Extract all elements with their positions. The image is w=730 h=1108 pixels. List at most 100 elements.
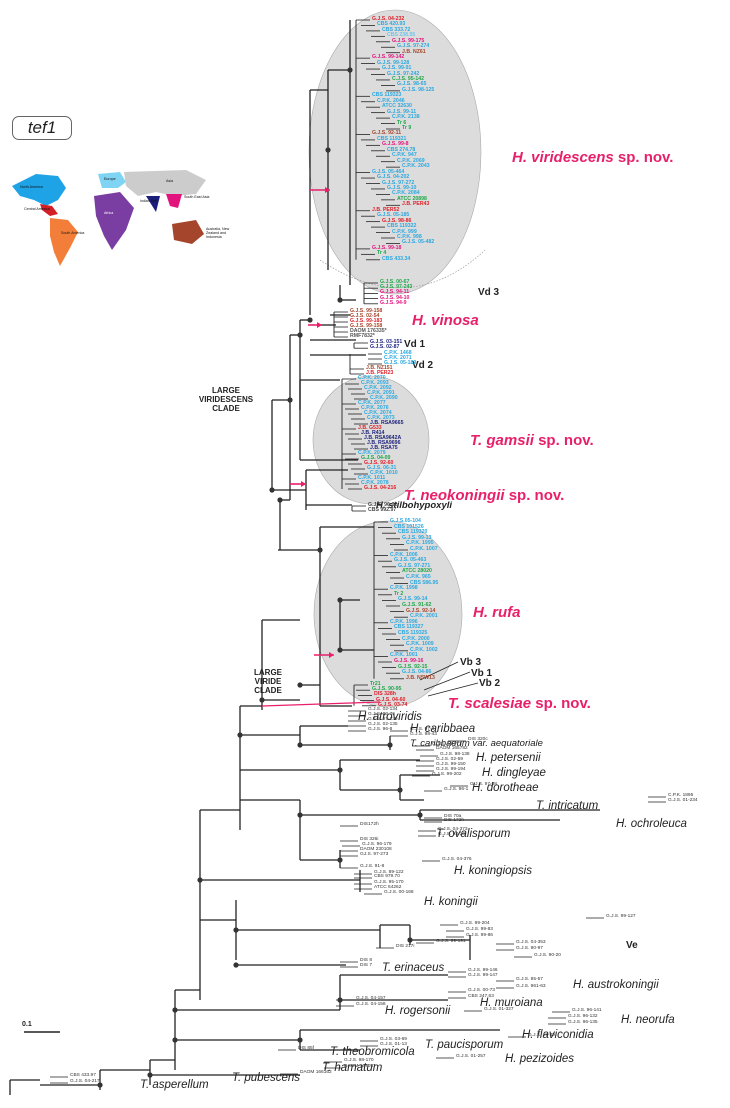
support-node <box>397 787 403 793</box>
taxon-label-lower: G.J.S. 01-257 <box>456 1054 486 1059</box>
support-node <box>172 1007 178 1013</box>
taxon-label-viridescens: G.J.S. 05-185 <box>377 212 410 219</box>
taxon-label-gamsii: J.B. G533 <box>358 425 382 431</box>
variant-vb2: Vb 2 <box>479 678 501 689</box>
support-node <box>337 647 343 653</box>
taxon-label-lower: G.J.S. 96-135 <box>568 1020 598 1025</box>
taxon-label-gamsii: G.J.S. 06-31 <box>367 465 397 471</box>
taxon-label-viridescens: G.J.S. 97-274 <box>397 43 430 50</box>
support-node <box>407 937 413 943</box>
taxon-label-viridescens: C.P.K. 2069 <box>397 157 425 164</box>
taxon-label-lower: G.J.S. 97-239 <box>368 717 398 722</box>
taxon-label-lower: G.J.S. 91-8 <box>360 864 385 869</box>
taxon-label-lower: G.J.S. 99-83 <box>466 927 493 932</box>
taxon-label-rufa: J.B. NSW13 <box>406 674 435 681</box>
taxon-label-lower: G.J.S. 98-138 <box>440 752 470 757</box>
clade-label-scalesiae: T. scalesiae sp. nov. <box>448 695 591 712</box>
taxon-label-viridescens: G.J.S. 97-242 <box>387 70 420 77</box>
scale-bar-label: 0.1 <box>22 1021 32 1028</box>
taxon-label-vd3: G.J.S. 94-10 <box>380 294 410 301</box>
taxon-label-rufa: C.P.K. 2001 <box>410 613 438 620</box>
species-stilbohypoxyli: H. stilbohypoxyli <box>376 500 453 511</box>
taxon-label-rufa: CBS 586.95 <box>410 579 439 586</box>
taxon-label-lower: G.J.S. 89-122 <box>374 870 404 875</box>
species-neorufa: H. neorufa <box>621 1014 675 1026</box>
species-austrokoningii: H. austrokoningii <box>573 979 659 991</box>
taxon-label-viridescens: J.B. PER43 <box>402 201 430 208</box>
variant-vd3: Vd 3 <box>478 287 500 298</box>
taxon-label-viridescens: G.J.S. 98-125 <box>402 86 435 93</box>
vb-pointer-line <box>423 671 471 691</box>
taxon-label-lower: CBS 979.70 <box>374 874 400 879</box>
taxon-label-viridescens: J.B. PER52 <box>372 206 400 213</box>
taxon-label-viridescens: ATCC 20898 <box>397 195 427 202</box>
support-node <box>297 332 303 338</box>
south-east-asia-region <box>166 194 182 208</box>
taxon-label-lower: DAOM 167057 <box>344 1064 376 1069</box>
taxon-label-viridescens: G.J.S. 05-482 <box>402 239 435 246</box>
taxon-label-rufa: C.P.K. 2000 <box>402 635 430 642</box>
taxon-label-viridescens: C.P.K. 998 <box>397 234 422 240</box>
map-label-south-east-asia: South East Asia <box>184 195 210 199</box>
taxon-label-rufa: C.P.K. 1998 <box>390 585 418 592</box>
europe-region <box>98 172 126 188</box>
taxon-label-viridescens: G.J.S. 99-8 <box>382 141 409 148</box>
taxon-label-lower: G.J.S. 99-49 <box>528 1033 555 1038</box>
taxon-label-rufa: CBS 119327 <box>394 624 424 631</box>
taxon-label-lower: G.J.S. 98-170 <box>344 1058 374 1063</box>
species-pubescens: T. pubescens <box>232 1072 300 1084</box>
taxon-label-lower: DAOM 230108 <box>360 847 392 852</box>
support-node <box>237 732 243 738</box>
species-theobromicola: T. theobromicola <box>330 1046 415 1058</box>
taxon-label-scalesiae: G.J.S. 04-60 <box>376 696 406 703</box>
species-paucisporum: T. paucisporum <box>425 1039 504 1051</box>
taxon-label-gamsii: C.P.K. 2090 <box>370 395 398 401</box>
taxon-label-vinosa: G.J.S. 99-183 <box>350 318 383 324</box>
taxon-label-lower: G.J.S. 02-134 <box>368 707 398 712</box>
species-hamatum: T. hamatum <box>322 1062 383 1074</box>
taxon-label-lower: G.J.S. 04-376 <box>442 857 472 862</box>
taxon-label-lower: G.J.S. 99-204 <box>460 921 490 926</box>
red-arrow-head <box>301 481 306 487</box>
taxon-label-lower: G.J.S. 96-8 <box>368 727 393 732</box>
taxon-label-lower: G.J.S. 97-88 <box>470 782 497 787</box>
taxon-label-lower: G.J.S. 99-194 <box>436 767 466 772</box>
gene-tag: tef1 <box>12 116 72 140</box>
taxon-label-viridescens: G.J.S. 05-464 <box>372 168 405 175</box>
taxon-label-rufa: CBS 119325 <box>398 630 428 636</box>
taxon-label-lower: ATCC 64262 <box>374 885 402 890</box>
taxon-label-viridescens: J.B. NZ61 <box>402 48 426 55</box>
taxon-label-scalesiae: DIS 328h <box>374 691 396 698</box>
support-node <box>297 1037 303 1043</box>
taxon-label-vd2: J.B. PER23 <box>366 370 394 376</box>
taxon-label-lower: G.J.S. 93-20 <box>438 832 465 837</box>
variant-vd2: Vd 2 <box>412 360 434 371</box>
taxon-label-viridescens: G.J.S. 99-142 <box>372 54 405 61</box>
taxon-label-lower: G.J.S. 96-1 <box>444 787 469 792</box>
taxon-label-vd2: G.J.S. 05-189 <box>384 360 417 366</box>
taxon-label-viridescens: C.P.K. 2084 <box>392 190 420 197</box>
taxon-label-viridescens: CBS 119323 <box>372 92 402 99</box>
support-node <box>233 927 239 933</box>
taxon-label-lower: DIS 85f <box>298 1046 314 1051</box>
support-node <box>287 397 293 403</box>
viridescens-clade-ellipse <box>308 9 482 295</box>
viridescens-dashed-arc <box>319 249 486 288</box>
taxon-label-rufa: C.P.K. 1009 <box>406 641 434 648</box>
taxon-label-rufa: C.P.K. 1995 <box>406 540 434 547</box>
species-caribbaeum-aequatoriale: T. caribbaeum var. aequatoriale <box>410 738 543 749</box>
red-arrow-head <box>329 652 334 658</box>
world-map <box>12 170 206 266</box>
support-node <box>337 857 343 863</box>
taxon-label-viridescens: G.J.S. 99-18 <box>372 244 402 251</box>
taxon-label-viridescens: CBS 333.72 <box>382 26 411 33</box>
taxon-label-viridescens: ATCC 32630 <box>382 103 412 110</box>
taxon-label-rufa: C.P.K. 1001 <box>390 652 418 659</box>
taxon-label-gamsii: C.P.K. 2073 <box>367 415 395 421</box>
taxon-label-rufa: C.P.K. 1996 <box>390 618 418 625</box>
taxon-label-rufa: ATCC 28020 <box>402 568 432 575</box>
taxon-label-lower: G.J.S. 04-157 <box>356 996 386 1001</box>
taxon-label-gamsii: G.J.S. 92-60 <box>364 460 394 466</box>
taxon-label-lower: DIS172h <box>360 822 379 827</box>
species-erinaceus: T. erinaceus <box>382 962 445 974</box>
